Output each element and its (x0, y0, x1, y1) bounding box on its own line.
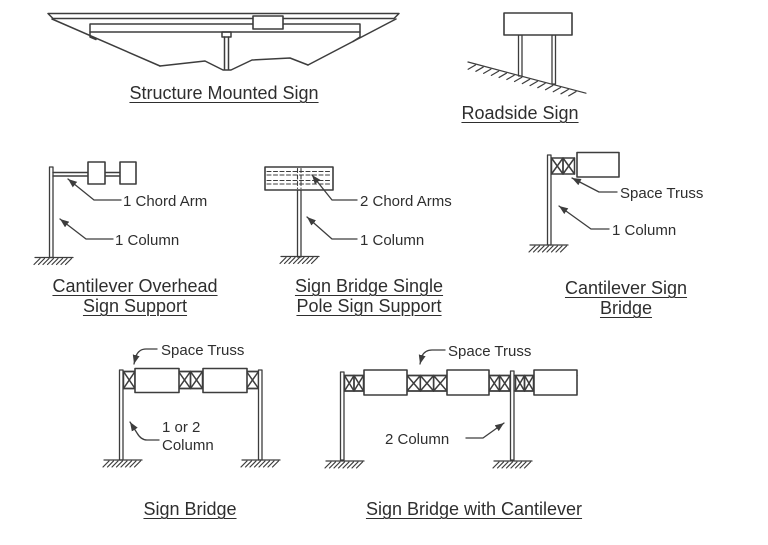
label-2-column: 2 Column (385, 431, 450, 448)
truss-cell (353, 374, 365, 392)
truss-cell (488, 374, 501, 392)
column-leader-arrow (59, 218, 114, 240)
sign-bridge-drawing (102, 348, 281, 468)
right-column (257, 369, 263, 461)
sign-panel (446, 369, 490, 396)
chord-arms-leader-arrow (311, 174, 358, 201)
ground-hatch (102, 459, 143, 468)
label-space-truss: Space Truss (620, 185, 704, 202)
label-space-truss: Space Truss (448, 343, 532, 360)
truss-cell (419, 374, 435, 393)
title-cantilever-overhead-sign-support: Cantilever Overhead Sign Support (52, 276, 218, 316)
label-1-column: 1 Column (360, 232, 425, 249)
space-truss-leader-arrow (418, 349, 446, 365)
truss-cell (406, 374, 422, 393)
structure-mounted-sign-drawing (47, 12, 400, 71)
label-2-chord-arms: 2 Chord Arms (360, 193, 452, 210)
left-wing-step (89, 31, 97, 41)
sign-panel (363, 369, 408, 396)
pier-cap (221, 31, 232, 38)
sign-panel (87, 161, 106, 185)
right-post (551, 34, 557, 85)
sign-panel (202, 367, 248, 394)
title-sign-bridge: Sign Bridge (143, 499, 237, 519)
label-1-column: 1 Column (115, 232, 180, 249)
truss-cell (122, 370, 136, 390)
column (546, 154, 552, 246)
truss-cell (189, 370, 204, 390)
ground-hatch (492, 460, 533, 469)
ground-hatch (33, 256, 74, 266)
truss-cell (562, 157, 576, 175)
truss-cell (523, 374, 535, 392)
left-column (118, 369, 124, 461)
title-roadside-sign: Roadside Sign (461, 103, 579, 123)
roadside-sign-drawing (467, 12, 587, 97)
label-1-chord-arm: 1 Chord Arm (123, 193, 208, 210)
bridge-deck (47, 12, 400, 20)
ground-hatch (240, 459, 281, 468)
right-embankment-slope (307, 18, 397, 66)
truss-cell (343, 374, 355, 392)
left-column (339, 371, 345, 461)
sign-panel (503, 12, 573, 36)
truss-cell (498, 374, 511, 392)
sign-panel (134, 367, 180, 394)
ground-line (159, 57, 309, 71)
title-sign-bridge-with-cantilever: Sign Bridge with Cantilever (365, 499, 583, 519)
column (48, 166, 54, 259)
sign-panel (576, 151, 620, 178)
truss-cell (432, 374, 448, 393)
truss-cell (514, 374, 526, 392)
column (296, 189, 302, 258)
truss-cell (550, 157, 564, 175)
left-post (517, 34, 523, 77)
right-wing-step (352, 31, 361, 43)
sign-panel (264, 166, 334, 191)
sign-bridge-cantilever-drawing (324, 349, 578, 469)
bridge-fascia (89, 23, 361, 33)
left-embankment-slope (51, 18, 161, 67)
chord-arm-leader-arrow (67, 178, 122, 201)
column-leader-arrow (306, 216, 358, 240)
sloped-ground-hatch (467, 61, 587, 97)
column-leader-arrow (129, 421, 160, 441)
ground-hatch (279, 255, 320, 265)
label-space-truss: Space Truss (161, 342, 245, 359)
truss-cell (177, 370, 192, 390)
sign-panel (119, 161, 137, 185)
sign-panel (533, 369, 578, 396)
sign-panel (252, 15, 284, 30)
label-1-or-2-column: 1 or 2 Column (162, 419, 214, 454)
column-leader-arrow (558, 205, 610, 230)
column-leader-arrow (465, 422, 505, 439)
space-truss-leader-arrow (571, 177, 618, 193)
truss-cell (245, 370, 260, 390)
cantilever-sign-bridge-drawing (528, 151, 620, 253)
cantilever-overhead-drawing (33, 161, 137, 266)
label-1-column: 1 Column (612, 222, 677, 239)
title-structure-mounted-sign: Structure Mounted Sign (129, 83, 319, 103)
space-truss-leader-arrow (132, 348, 158, 365)
title-cantilever-sign-bridge: Cantilever Sign Bridge (564, 278, 688, 318)
single-pole-drawing (264, 166, 358, 265)
ground-hatch (324, 460, 365, 469)
ground-hatch (528, 244, 569, 253)
title-sign-bridge-single-pole-sign-support: Sign Bridge Single Pole Sign Support (294, 276, 444, 316)
right-column (509, 370, 515, 461)
